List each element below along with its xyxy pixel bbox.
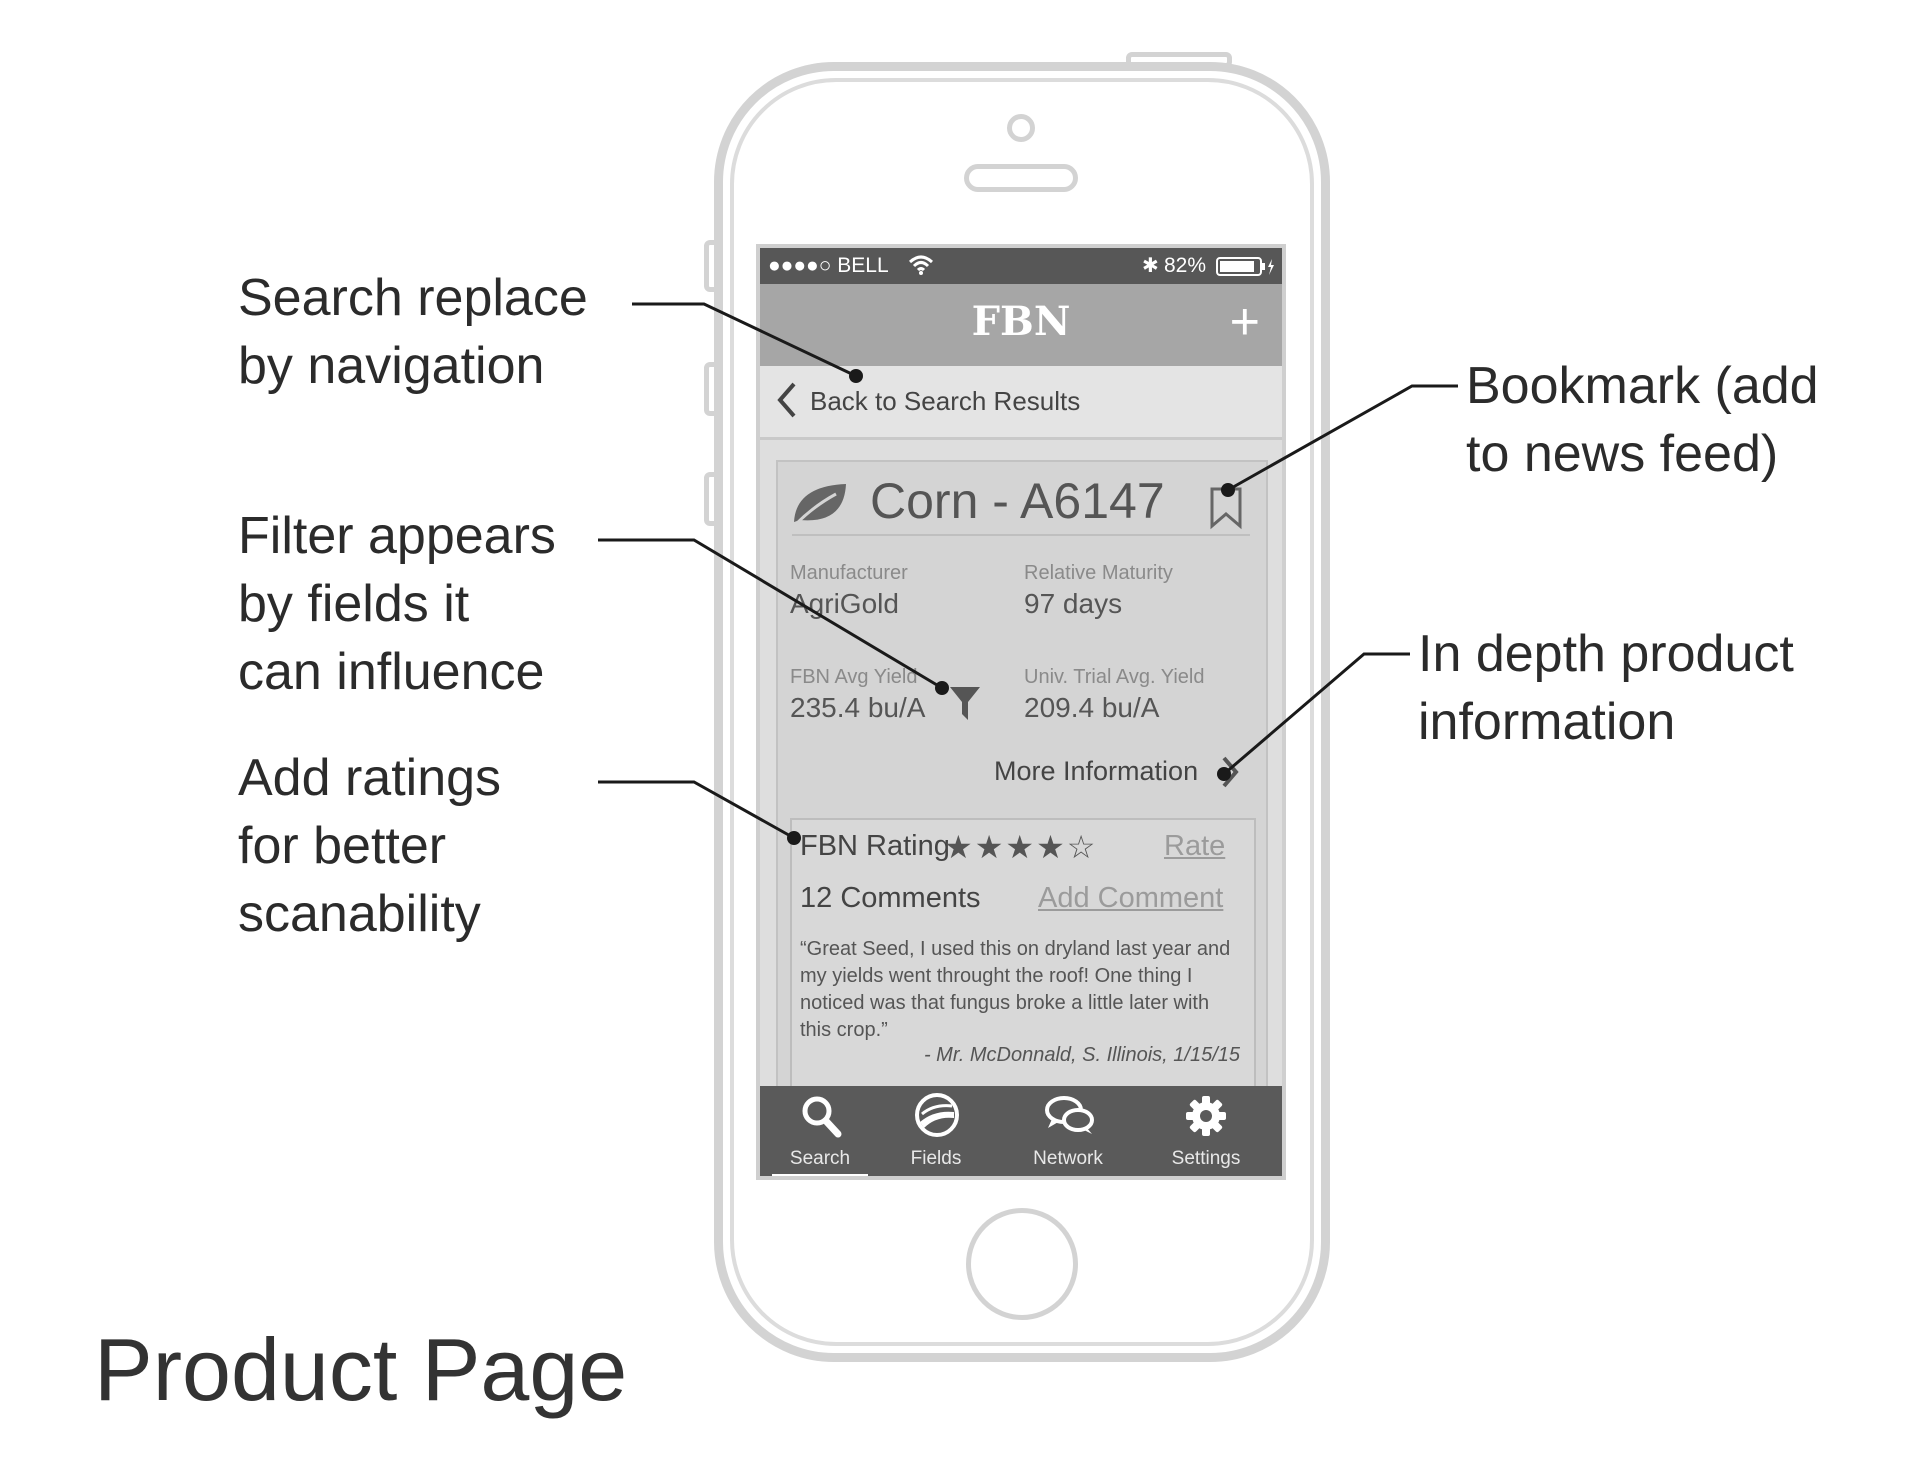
leaf-icon bbox=[794, 484, 846, 526]
wifi-icon bbox=[908, 254, 934, 282]
back-navigation[interactable]: Back to Search Results bbox=[760, 366, 1282, 440]
tab-search-label: Search bbox=[789, 1148, 851, 1169]
active-tab-indicator bbox=[772, 1174, 868, 1176]
app-screen: ●●●●○ BELL ✱ 82% FBN + Back to Search Re… bbox=[756, 244, 1286, 1180]
fields-icon bbox=[915, 1093, 959, 1137]
tab-settings[interactable]: Settings bbox=[1152, 1086, 1260, 1176]
tab-search[interactable]: Search bbox=[772, 1086, 868, 1176]
app-title: FBN bbox=[971, 298, 1071, 345]
title-divider bbox=[792, 534, 1250, 536]
add-comment-link[interactable]: Add Comment bbox=[1038, 882, 1224, 914]
chevron-left-icon bbox=[777, 382, 796, 418]
tab-bar: Search Fields Network bbox=[760, 1086, 1282, 1176]
chevron-right-icon[interactable] bbox=[1220, 754, 1240, 790]
back-to-search-results-link[interactable]: Back to Search Results bbox=[810, 386, 1081, 416]
product-name: Corn - A6147 bbox=[870, 473, 1165, 529]
nav-bar: FBN + bbox=[760, 284, 1282, 366]
front-camera bbox=[1007, 114, 1035, 142]
annotation-search-replace: Search replace by navigation bbox=[238, 269, 588, 395]
carrier-label: ●●●●○ BELL bbox=[768, 254, 889, 277]
page-title: Product Page bbox=[94, 1320, 628, 1419]
home-button[interactable] bbox=[966, 1208, 1078, 1320]
fbn-rating-label: FBN Rating bbox=[800, 830, 950, 862]
status-bar: ●●●●○ BELL ✱ 82% bbox=[760, 248, 1282, 284]
comment-attribution: - Mr. McDonnald, S. Illinois, 1/15/15 bbox=[923, 1044, 1240, 1066]
battery-icon bbox=[1216, 257, 1276, 283]
comments-count: 12 Comments bbox=[800, 882, 981, 914]
univ-trial-yield-label: Univ. Trial Avg. Yield bbox=[1024, 666, 1205, 688]
add-button[interactable]: + bbox=[1229, 293, 1260, 351]
annotation-bookmark: Bookmark (add to news feed) bbox=[1466, 357, 1819, 483]
battery-percent: 82% bbox=[1164, 254, 1207, 277]
tab-network-label: Network bbox=[1033, 1148, 1103, 1169]
tab-fields[interactable]: Fields bbox=[888, 1086, 984, 1176]
earpiece-speaker bbox=[964, 164, 1078, 192]
phone-inner-bezel bbox=[730, 78, 1314, 1346]
tab-fields-label: Fields bbox=[910, 1148, 962, 1169]
more-information-link[interactable]: More Information bbox=[994, 756, 1199, 786]
relative-maturity-value: 97 days bbox=[1024, 588, 1123, 619]
tab-settings-label: Settings bbox=[1171, 1148, 1241, 1169]
fbn-avg-yield-value: 235.4 bu/A bbox=[790, 692, 926, 723]
network-icon bbox=[1045, 1096, 1094, 1134]
search-icon bbox=[802, 1096, 842, 1138]
tab-network[interactable]: Network bbox=[1010, 1086, 1126, 1176]
bluetooth-icon: ✱ bbox=[1142, 255, 1159, 277]
manufacturer-value: AgriGold bbox=[790, 588, 899, 619]
filter-icon[interactable] bbox=[948, 684, 982, 722]
manufacturer-label: Manufacturer bbox=[790, 562, 908, 584]
rate-link[interactable]: Rate bbox=[1164, 830, 1226, 862]
star-rating: ★★★★☆ bbox=[944, 829, 1098, 865]
fbn-avg-yield-label: FBN Avg Yield bbox=[790, 666, 918, 688]
bookmark-icon[interactable] bbox=[1208, 486, 1244, 530]
annotation-ratings: Add ratings for better scanability bbox=[238, 749, 502, 943]
annotation-filter: Filter appears by fields it can influenc… bbox=[238, 507, 556, 701]
relative-maturity-label: Relative Maturity bbox=[1024, 562, 1173, 584]
comment-quote: “Great Seed, I used this on dryland last… bbox=[800, 938, 1231, 1041]
univ-trial-yield-value: 209.4 bu/A bbox=[1024, 692, 1160, 723]
annotation-in-depth: In depth product information bbox=[1418, 625, 1794, 751]
gear-icon bbox=[1186, 1096, 1226, 1136]
